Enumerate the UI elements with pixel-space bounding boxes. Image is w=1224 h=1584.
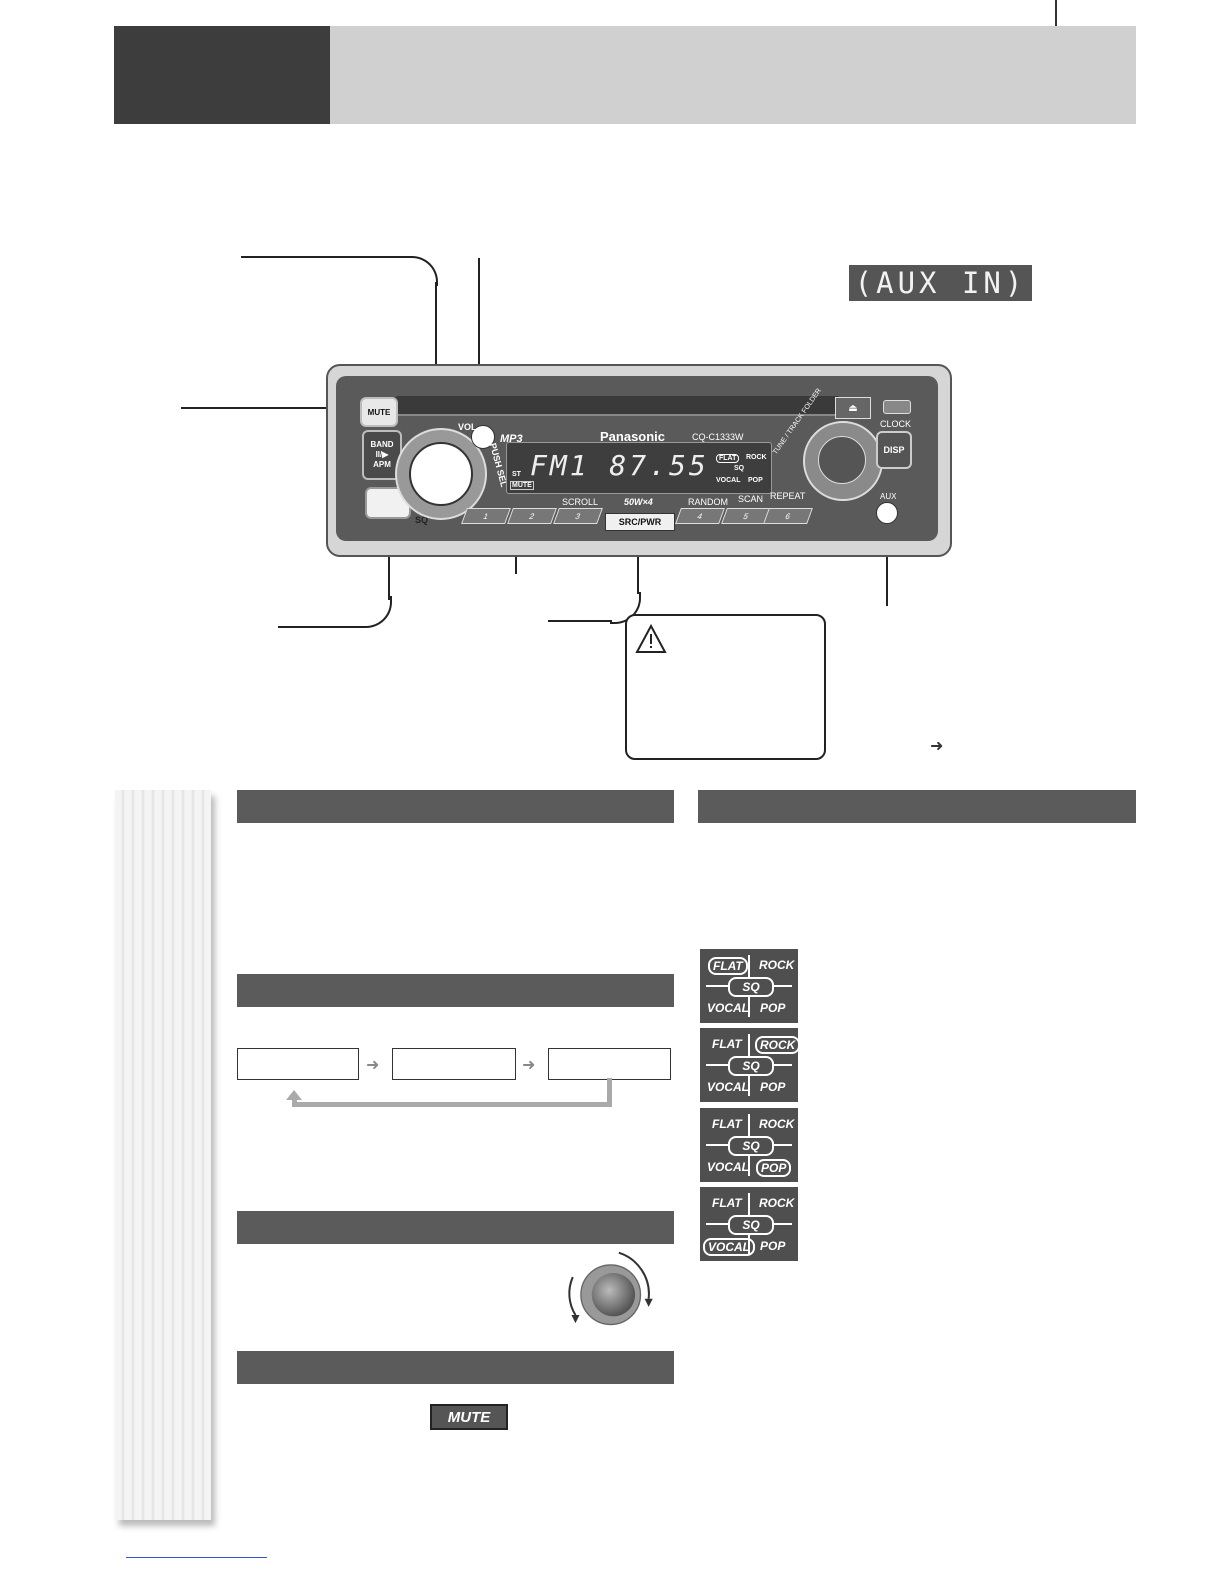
sq-pop-label: POP (760, 1001, 786, 1015)
lcd-mute-indicator: MUTE (510, 481, 534, 490)
lcd-st-indicator: ST (512, 471, 521, 478)
flow-box-1 (237, 1048, 359, 1080)
callout-line-vol-dot (478, 258, 480, 430)
disp-button[interactable]: DISP (876, 431, 912, 469)
callout-line-mute (181, 407, 363, 409)
flow-box-3 (548, 1048, 671, 1080)
callout-line-aux (886, 520, 888, 606)
sq-flat-label: FLAT (712, 1196, 742, 1210)
section-bar-sq (698, 790, 1136, 823)
aux-input-jack (876, 502, 898, 524)
lcd-sq-rock: ROCK (746, 454, 767, 461)
sq-rock-label: ROCK (759, 1196, 795, 1210)
sq-flat-label: FLAT (708, 957, 748, 975)
eject-button[interactable]: ⏏ (835, 397, 871, 419)
lcd-sq-center: SQ (734, 465, 745, 472)
callout-line-sq-v (388, 520, 390, 600)
vol-label: VOL (458, 422, 477, 432)
sq-rock-label: ROCK (759, 1117, 795, 1131)
src-pwr-button[interactable]: SRC/PWR (605, 513, 675, 531)
scroll-label: SCROLL (562, 497, 599, 507)
section-bar-4 (237, 1351, 674, 1384)
volume-knob-illustration (568, 1251, 653, 1326)
lcd-sq-vocal: VOCAL (716, 477, 741, 484)
preset-button-6[interactable]: 6 (763, 508, 813, 524)
apm-label: APM (373, 460, 391, 469)
sq-tile-pop: FLAT ROCK VOCAL POP SQ (700, 1108, 798, 1182)
header-section-tab (114, 26, 330, 124)
random-label: RANDOM (688, 497, 728, 507)
sq-button-label: SQ (415, 515, 429, 525)
chapter-sidebar (115, 790, 211, 1520)
callout-line-sq-h (278, 626, 362, 628)
flow-loop-arrowhead (286, 1090, 302, 1100)
cd-slot (395, 396, 840, 416)
sq-vocal-label: VOCAL (707, 1001, 749, 1015)
mute-indicator-label: MUTE (430, 1404, 508, 1430)
scan-label: SCAN (738, 494, 764, 504)
brand-logo: Panasonic (600, 429, 666, 444)
callout-curve-sq (360, 596, 392, 628)
preset-button-3[interactable]: 3 (553, 508, 603, 524)
lcd-sq-flat: FLAT (716, 454, 740, 463)
sq-rock-label: ROCK (759, 958, 795, 972)
lcd-display (506, 442, 772, 494)
caution-box (625, 614, 826, 760)
sq-pop-label: POP (760, 1239, 786, 1253)
tune-dial-center[interactable] (818, 436, 866, 484)
sq-flat-label: FLAT (712, 1037, 742, 1051)
flow-box-2 (392, 1048, 516, 1080)
header-title-bar (330, 26, 1136, 124)
power-rating-label: 50W×4 (624, 497, 653, 507)
sq-center-label: SQ (728, 1136, 774, 1156)
volume-knob[interactable] (409, 442, 473, 506)
sq-rock-label: ROCK (755, 1036, 801, 1054)
sq-tile-rock: FLAT ROCK VOCAL POP SQ (700, 1028, 801, 1102)
flow-loop-return (292, 1102, 612, 1107)
flow-arrow-2: ➜ (522, 1057, 536, 1074)
mute-button[interactable]: MUTE (360, 397, 398, 427)
sq-tile-flat: FLAT ROCK VOCAL POP SQ (700, 949, 798, 1023)
clock-label: CLOCK (880, 419, 912, 429)
callout-line-src-h (548, 620, 612, 622)
sq-pop-label: POP (760, 1080, 786, 1094)
sq-center-label: SQ (728, 977, 774, 997)
sq-tile-vocal: FLAT ROCK VOCAL POP SQ (700, 1187, 798, 1261)
band-label: BAND (370, 440, 394, 449)
callout-line-src-v (637, 528, 639, 594)
sq-vocal-label: VOCAL (703, 1238, 755, 1256)
repeat-label: REPEAT (770, 491, 806, 501)
volume-indicator-dot (471, 425, 495, 449)
preset-button-4[interactable]: 4 (675, 508, 725, 524)
sq-vocal-label: VOCAL (707, 1080, 749, 1094)
sq-center-label: SQ (728, 1215, 774, 1235)
flow-loop-up (292, 1098, 297, 1107)
right-arrow-icon: ➜ (930, 738, 944, 755)
preset-button-1[interactable]: 1 (461, 508, 511, 524)
warning-triangle-icon (635, 624, 667, 653)
section-bar-3 (237, 1211, 674, 1244)
section-bar-1 (237, 790, 674, 823)
top-rule (1055, 0, 1057, 26)
lcd-frequency: FM1 87.55 (530, 449, 709, 482)
open-panel-button[interactable] (883, 400, 911, 414)
flow-arrow-1: ➜ (366, 1057, 380, 1074)
lcd-sq-pop: POP (748, 477, 763, 484)
sq-vocal-label: VOCAL (707, 1160, 749, 1174)
sq-flat-label: FLAT (712, 1117, 742, 1131)
sq-center-label: SQ (728, 1056, 774, 1076)
preset-button-2[interactable]: 2 (507, 508, 557, 524)
flow-loop-down (607, 1078, 612, 1107)
callout-curve-vol (408, 256, 438, 286)
aux-label: AUX (880, 492, 897, 501)
play-pause-label: II/▶ (375, 450, 389, 459)
sq-pop-label: POP (756, 1159, 792, 1177)
section-bar-2 (237, 974, 674, 1007)
model-label: CQ-C1333W (692, 432, 744, 442)
callout-line-vol (241, 256, 411, 258)
aux-in-display: (AUX IN) (849, 265, 1032, 301)
footer-link-underline[interactable] (126, 1557, 267, 1558)
